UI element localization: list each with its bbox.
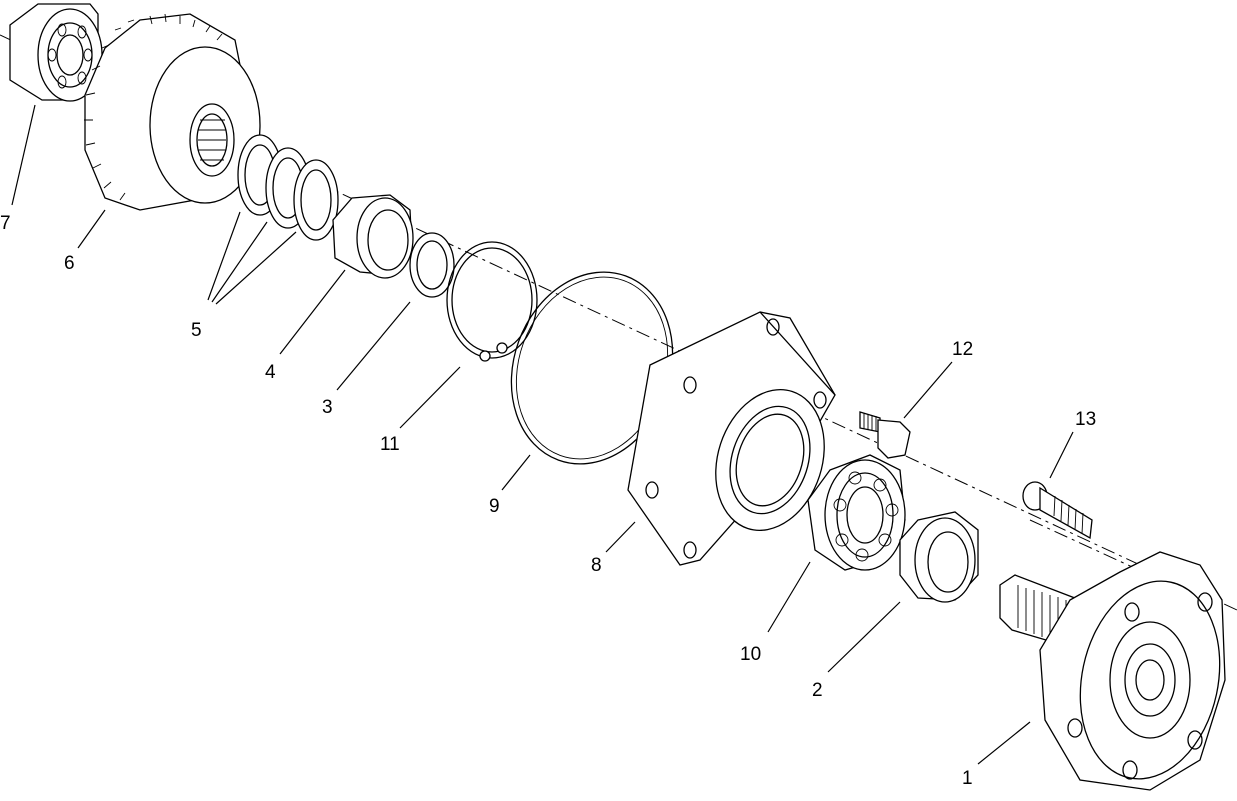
callout-labels: 7 6 5 4 3 11 9 8 12 13 10 2 1	[0, 213, 1096, 789]
callout-12: 12	[952, 339, 973, 360]
callout-13: 13	[1075, 409, 1096, 430]
part-1-axle-hub	[999, 551, 1226, 791]
part-2-seal	[899, 511, 979, 603]
callout-1: 1	[962, 768, 973, 789]
callout-9: 9	[489, 496, 500, 517]
callout-3: 3	[322, 397, 333, 418]
leader-lines	[11, 104, 1074, 765]
callout-7: 7	[0, 213, 11, 234]
part-12-bolt	[859, 411, 911, 459]
part-11-internal-snap-ring	[446, 241, 538, 362]
callout-8: 8	[591, 555, 602, 576]
part-13-wheel-stud	[1022, 481, 1093, 540]
part-10-ball-bearing	[807, 454, 906, 571]
part-5-shims	[237, 134, 339, 241]
callout-11: 11	[380, 434, 400, 455]
callout-10: 10	[740, 644, 761, 665]
callout-4: 4	[265, 362, 276, 383]
callout-6: 6	[64, 253, 75, 274]
callout-2: 2	[812, 680, 823, 701]
callout-5: 5	[191, 320, 202, 341]
part-7-roller-bearing	[9, 3, 103, 102]
part-8-flange-housing	[627, 311, 836, 566]
part-6-bevel-gear	[84, 13, 261, 211]
part-3-snap-ring	[409, 232, 455, 298]
part-4-bearing-cup	[332, 194, 414, 279]
